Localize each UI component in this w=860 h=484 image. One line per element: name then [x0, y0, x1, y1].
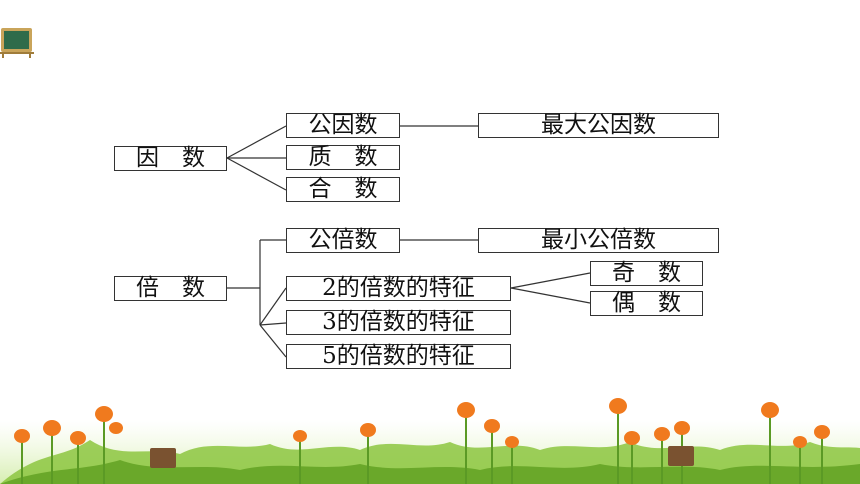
link-div2-even [510, 287, 591, 304]
link-spine-div3 [259, 322, 287, 326]
link-factor-composite [226, 157, 287, 191]
chalkboard-icon [0, 28, 34, 58]
node-composite: 合 数 [286, 177, 400, 202]
node-odd: 奇 数 [590, 261, 703, 286]
link-spine-div2 [259, 287, 287, 326]
node-common-multiple: 公倍数 [286, 228, 400, 253]
link-spine-div5 [259, 324, 287, 358]
node-even: 偶 数 [590, 291, 703, 316]
node-div5: 5的倍数的特征 [286, 344, 511, 369]
node-multiple: 倍 数 [114, 276, 227, 301]
link-factor-gcfsource [226, 125, 287, 159]
flower-meadow-decoration [0, 398, 860, 484]
node-prime: 质 数 [286, 145, 400, 170]
node-common-factor: 公因数 [286, 113, 400, 138]
node-gcf: 最大公因数 [478, 113, 719, 138]
node-lcm: 最小公倍数 [478, 228, 719, 253]
node-div2: 2的倍数的特征 [286, 276, 511, 301]
node-factor: 因 数 [114, 146, 227, 171]
link-div2-odd [510, 272, 591, 289]
node-div3: 3的倍数的特征 [286, 310, 511, 335]
